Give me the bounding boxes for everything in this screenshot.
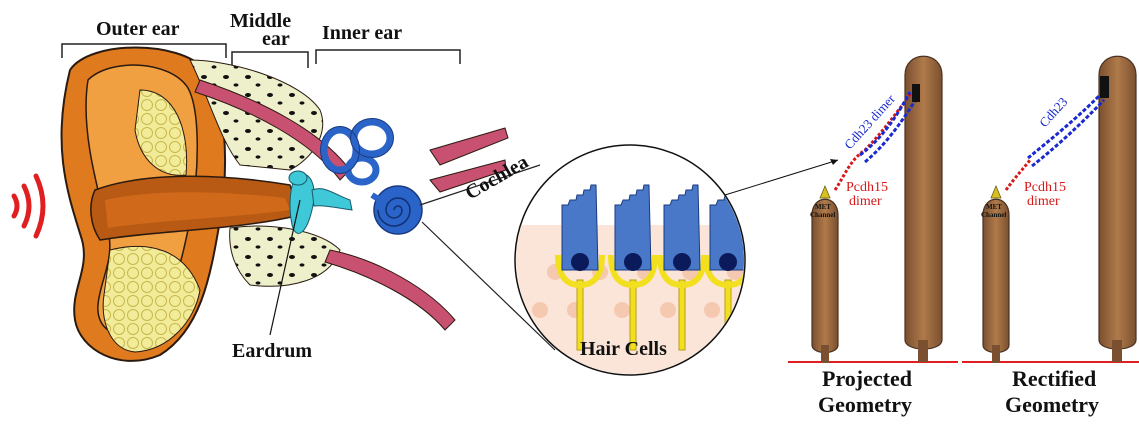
projected-caption-1: Projected <box>822 366 912 392</box>
projected-caption-2: Geometry <box>818 392 912 418</box>
sound-wave-icon <box>14 176 43 236</box>
projected-cdh23-label: Cdh23 dimer <box>841 91 898 152</box>
rectified-cdh23-label: Cdh23 <box>1036 94 1070 130</box>
middle-ear-label-2: ear <box>262 28 290 51</box>
rectified-tip-link <box>1006 76 1109 190</box>
eardrum-label: Eardrum <box>232 340 312 363</box>
inner-ear-label: Inner ear <box>322 22 402 45</box>
hair-cells-label: Hair Cells <box>580 338 667 361</box>
rectified-caption-2: Geometry <box>1005 392 1099 418</box>
rectified-caption-1: Rectified <box>1012 366 1096 392</box>
projected-met-label-1: MET <box>815 203 831 211</box>
outer-ear-label: Outer ear <box>96 18 180 41</box>
rectified-met-label-2: Channel <box>981 211 1006 219</box>
projected-pcdh15-label-2: dimer <box>849 194 882 210</box>
ear-anatomy <box>62 48 508 361</box>
projected-met-label-2: Channel <box>810 211 835 219</box>
stereocilia-pointer <box>725 160 838 195</box>
rectified-pcdh15-label-2: dimer <box>1027 194 1060 210</box>
rectified-met-label-1: MET <box>986 203 1002 211</box>
